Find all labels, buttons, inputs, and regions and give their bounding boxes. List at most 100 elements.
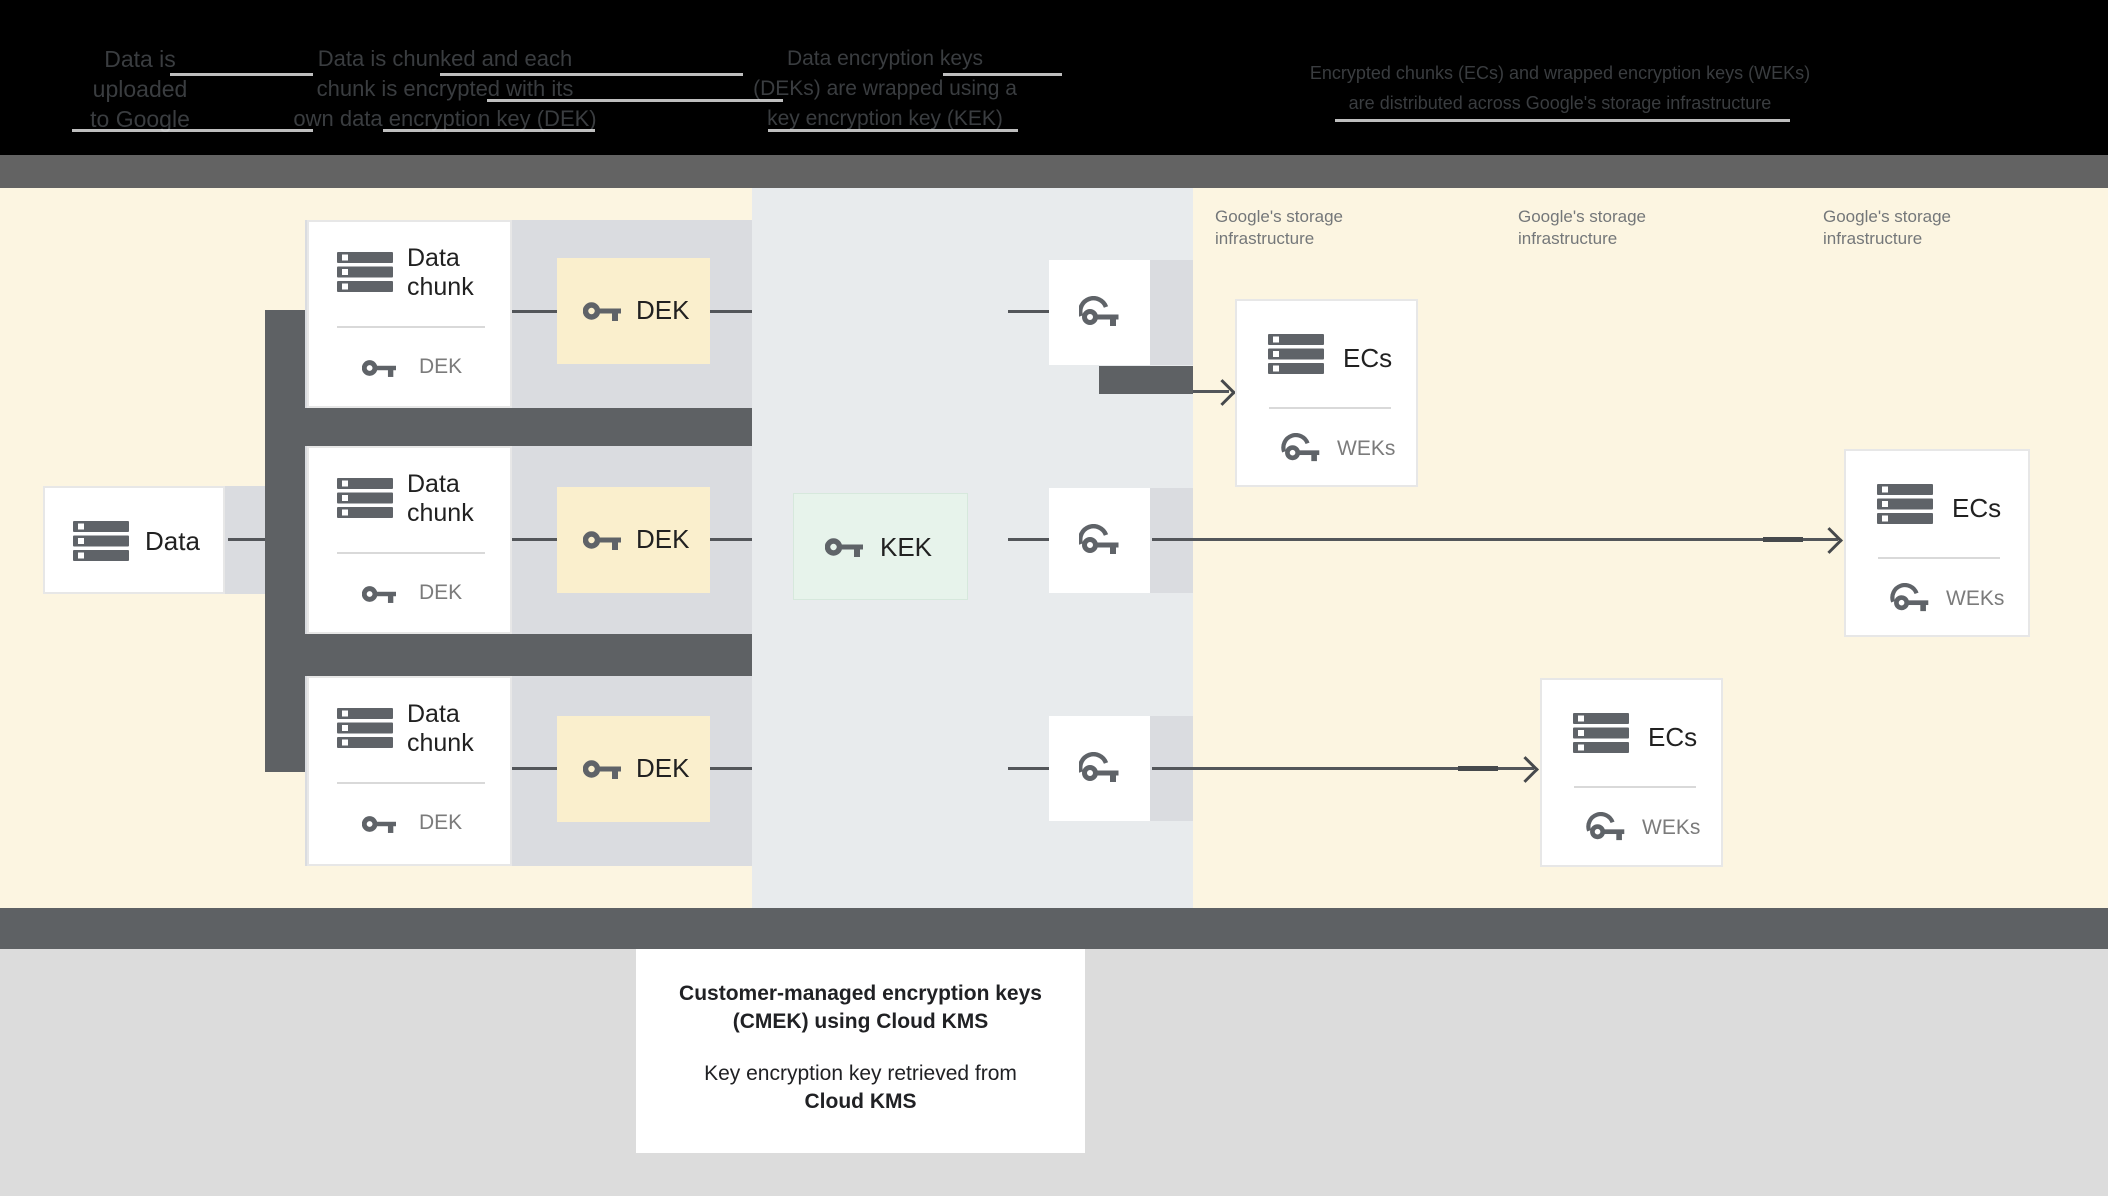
dek-box-label: DEK [636, 753, 690, 783]
kek-box: KEK [793, 493, 968, 600]
glitch-artifact [72, 129, 313, 132]
wrapped-key-icon [1079, 752, 1119, 784]
wrapped-key-icon [1281, 433, 1321, 463]
ecs-box-label: ECs [1952, 493, 2002, 523]
connector-data-trunk [228, 538, 265, 541]
step-line: Data is chunked and each [317, 46, 573, 71]
box-divider [1574, 786, 1696, 788]
dek-box: DEK [557, 716, 710, 822]
process-step-3: Data encryption keys (DEKs) are wrapped … [735, 44, 1035, 134]
ecs-box-label: ECs [1343, 343, 1393, 373]
storage-icon [1573, 713, 1629, 753]
wrapped-key-box [1049, 260, 1150, 365]
wrapped-key-box [1049, 488, 1150, 593]
glitch-artifact [943, 73, 1062, 76]
connector-kek-key [1008, 538, 1049, 541]
connector-dek-out [710, 310, 752, 313]
step-line: own data encryption key (DEK) [293, 106, 597, 131]
kek-box-label: KEK [880, 532, 933, 562]
box-divider [337, 326, 485, 328]
storage-icon [1877, 484, 1933, 524]
weks-label: WEKs [1337, 437, 1396, 460]
cmek-card-title-line: (CMEK) using Cloud KMS [732, 1010, 989, 1033]
box-divider [1269, 407, 1391, 409]
ecs-box: ECs WEKs [1540, 678, 1723, 867]
storage-label-line: Google's storage [1215, 207, 1343, 226]
key-icon [362, 813, 396, 835]
ecs-box: ECs WEKs [1235, 299, 1418, 487]
step-line: (DEKs) are wrapped using a [753, 77, 1017, 100]
connector-chunk-dek [512, 767, 557, 770]
storage-label: Google's storage infrastructure [1823, 206, 2023, 250]
chunk-key-label: DEK [419, 811, 463, 834]
chunk-key-label: DEK [419, 355, 463, 378]
data-box-label: Data [145, 526, 200, 556]
key-icon [825, 535, 863, 559]
box-divider [337, 552, 485, 554]
box-divider [337, 782, 485, 784]
data-box: Data [43, 486, 225, 594]
chunk-title-line: chunk [407, 273, 474, 301]
cmek-card-title-line: Customer-managed encryption keys [679, 982, 1042, 1005]
arrow-line-segment [1458, 766, 1498, 771]
key-box-plate [1150, 260, 1193, 365]
step-line: are distributed across Google's storage … [1348, 93, 1772, 113]
connector-kek-key [1008, 767, 1049, 770]
storage-label-line: infrastructure [1823, 229, 1923, 248]
process-step-4: Encrypted chunks (ECs) and wrapped encry… [1285, 58, 1835, 118]
connector-dek-out [710, 767, 752, 770]
storage-icon [73, 521, 129, 561]
chunk-title-line: Data [407, 470, 460, 498]
box-divider [1878, 557, 2000, 559]
wrapped-key-icon [1586, 812, 1626, 842]
footer-divider-bar [0, 908, 2108, 949]
connector-chunk-dek [512, 538, 557, 541]
header-bar: Data is uploaded to Google Data is chunk… [0, 0, 2108, 155]
key-icon [583, 528, 621, 552]
wrapped-key-icon [1079, 524, 1119, 556]
storage-label-line: infrastructure [1518, 229, 1618, 248]
wrapped-key-icon [1079, 296, 1119, 328]
weks-label: WEKs [1642, 816, 1701, 839]
glitch-artifact [768, 129, 1018, 132]
storage-icon [337, 708, 393, 748]
wrapped-key-box [1049, 716, 1150, 821]
glitch-artifact [383, 129, 595, 132]
glitch-artifact [440, 73, 743, 76]
storage-icon [337, 252, 393, 292]
key-icon [583, 757, 621, 781]
chunk-title-line: Data [407, 244, 460, 272]
thick-arrow-bar [1099, 366, 1193, 394]
chunk-title-line: chunk [407, 729, 474, 757]
ecs-box: ECs WEKs [1844, 449, 2030, 637]
storage-icon [337, 478, 393, 518]
storage-label-line: Google's storage [1518, 207, 1646, 226]
step-line: to Google [90, 106, 190, 132]
step-line: Encrypted chunks (ECs) and wrapped encry… [1309, 63, 1811, 83]
step-line: key encryption key (KEK) [767, 107, 1003, 130]
key-icon [362, 357, 396, 379]
storage-label: Google's storage infrastructure [1518, 206, 1718, 250]
step-line: Data encryption keys [786, 47, 984, 70]
arrow-line [1152, 767, 1534, 770]
process-step-2: Data is chunked and each chunk is encryp… [280, 44, 610, 134]
arrow-line-segment [1763, 537, 1803, 542]
cmek-card: Customer-managed encryption keys (CMEK) … [636, 949, 1085, 1153]
weks-label: WEKs [1946, 587, 2005, 610]
glitch-artifact [1335, 119, 1790, 122]
cmek-card-body: Key encryption key retrieved from Cloud … [636, 1060, 1085, 1116]
row-separator-bar [265, 408, 752, 446]
storage-label-line: Google's storage [1823, 207, 1951, 226]
header-divider-strip [0, 155, 2108, 188]
dek-box: DEK [557, 487, 710, 593]
cmek-card-body-line: Cloud KMS [804, 1090, 917, 1113]
connector-kek-key [1008, 310, 1049, 313]
storage-icon [1268, 334, 1324, 374]
